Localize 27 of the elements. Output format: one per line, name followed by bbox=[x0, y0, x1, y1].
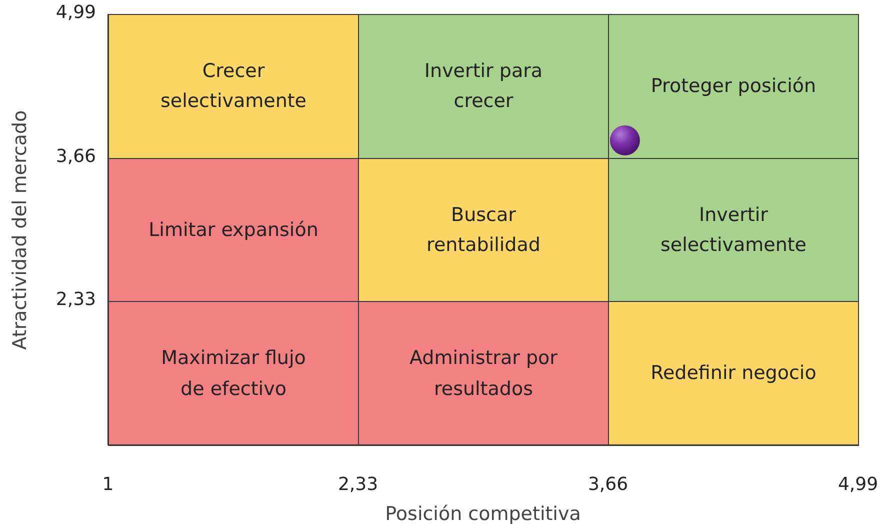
y-tick-label: 2,33 bbox=[54, 289, 96, 310]
x-tick-label: 4,99 bbox=[838, 474, 878, 495]
matrix-cell bbox=[608, 14, 859, 159]
matrix-cell bbox=[608, 301, 859, 446]
strategy-label: Buscar rentabilidad bbox=[426, 202, 542, 258]
matrix-cell bbox=[358, 158, 609, 302]
x-tick-label: 2,33 bbox=[338, 474, 378, 495]
x-tick-label: 1 bbox=[102, 474, 114, 495]
y-axis-title: Atractividad del mercado bbox=[9, 110, 31, 350]
matrix-cell bbox=[108, 14, 359, 159]
strategy-label: Invertir para crecer bbox=[423, 58, 544, 114]
strategy-label: Invertir selectivamente bbox=[660, 202, 808, 258]
strategy-label: Limitar expansión bbox=[148, 218, 318, 243]
y-tick-label: 3,66 bbox=[54, 146, 96, 167]
matrix-cell bbox=[358, 301, 609, 446]
y-tick-label: 4,99 bbox=[54, 2, 96, 23]
strategy-label: Redefinir negocio bbox=[650, 361, 816, 386]
matrix-cell bbox=[608, 158, 859, 302]
strategy-label: Crecer selectivamente bbox=[160, 58, 308, 114]
strategy-label: Maximizar flujo de efectivo bbox=[160, 346, 307, 402]
x-axis-title: Posición competitiva bbox=[385, 503, 581, 525]
strategy-label: Proteger posición bbox=[650, 74, 816, 100]
strategy-label: Administrar por resultados bbox=[408, 346, 558, 402]
matrix-cell bbox=[358, 14, 609, 159]
x-tick-label: 3,66 bbox=[588, 474, 628, 495]
matrix-cell bbox=[108, 158, 359, 302]
matrix-cell bbox=[108, 301, 359, 446]
